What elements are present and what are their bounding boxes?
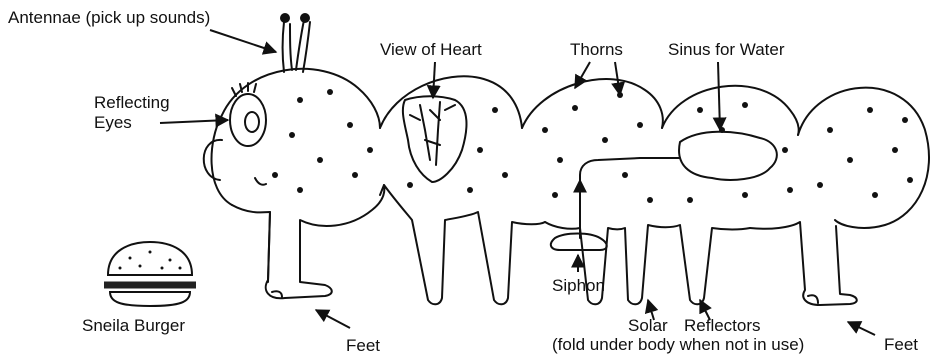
antenna-tips bbox=[280, 13, 310, 23]
arrow-heart bbox=[433, 62, 435, 98]
eyes-label-line1: Reflecting bbox=[94, 93, 170, 113]
burger-drawing bbox=[104, 242, 196, 306]
antenna-left bbox=[283, 22, 285, 72]
underside-3 bbox=[750, 222, 857, 305]
antenna-right bbox=[296, 20, 304, 70]
body-segment-4 bbox=[662, 86, 799, 135]
mouth bbox=[255, 178, 266, 185]
eyes-label-line2: Eyes bbox=[94, 113, 132, 133]
burger-label: Sneila Burger bbox=[82, 316, 185, 336]
water-sinus bbox=[679, 132, 777, 180]
underside bbox=[232, 185, 545, 304]
arrow-thorns-2 bbox=[615, 62, 620, 95]
body-segment-2 bbox=[380, 76, 522, 128]
head-segment bbox=[212, 69, 380, 205]
fold-note-label: (fold under body when not in use) bbox=[552, 335, 804, 355]
sinus-label: Sinus for Water bbox=[668, 40, 785, 60]
arrow-thorns-1 bbox=[575, 62, 590, 88]
arrow-feet-right bbox=[848, 322, 875, 335]
feet-left-label: Feet bbox=[346, 336, 380, 356]
antenna-right-b bbox=[303, 22, 310, 72]
arrow-sinus bbox=[718, 62, 720, 130]
reflectors-label: Reflectors bbox=[684, 316, 761, 336]
solar-label: Solar bbox=[628, 316, 668, 336]
thorns-label: Thorns bbox=[570, 40, 623, 60]
siphon-label: Siphon bbox=[552, 276, 605, 296]
body-segment-5 bbox=[798, 88, 929, 228]
antennae-label: Antennae (pick up sounds) bbox=[8, 8, 210, 28]
arrow-feet-left bbox=[316, 310, 350, 328]
body-segment-3 bbox=[522, 79, 663, 128]
heart-view bbox=[403, 96, 467, 182]
arrow-antennae bbox=[210, 30, 276, 52]
siphon bbox=[551, 234, 607, 251]
siphon-tube bbox=[580, 158, 640, 238]
pupil bbox=[245, 112, 259, 132]
heart-label: View of Heart bbox=[380, 40, 482, 60]
antenna-left-b bbox=[290, 24, 292, 70]
eye bbox=[230, 94, 266, 146]
feet-right-label: Feet bbox=[884, 335, 918, 355]
